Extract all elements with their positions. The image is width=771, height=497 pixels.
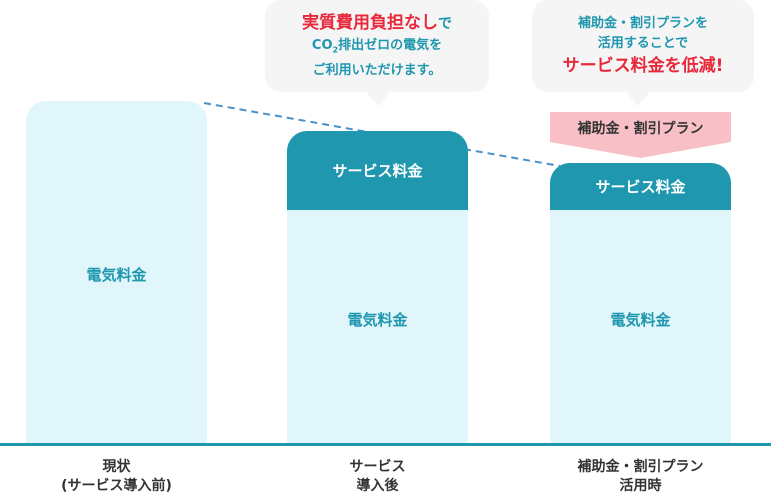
callout-suffix: で: [438, 16, 452, 32]
co-subscript: 2: [332, 45, 339, 55]
xlabel-line-1: サービス: [349, 459, 406, 475]
xlabel-line-1: 補助金・割引プラン: [577, 459, 704, 475]
subsidy-line-1: 補助金・割引プランを: [577, 16, 708, 31]
callout-line-2: CO2排出ゼロの電気を: [265, 35, 489, 61]
xlabel-line-2: (サービス導入前): [61, 478, 172, 494]
co-text: CO: [311, 38, 333, 53]
electric-fee-label: 電気料金: [86, 266, 147, 284]
xlabel-current: 現状 (サービス導入前): [26, 458, 207, 496]
xlabel-line-2: 導入後: [356, 478, 399, 494]
subsidy-banner-label: 補助金・割引プラン: [577, 121, 704, 137]
xlabel-after-service: サービス 導入後: [287, 458, 468, 496]
service-fee-label: サービス料金: [332, 162, 423, 180]
service-callout-bubble: 実質費用負担なしで CO2排出ゼロの電気を ご利用いただけます。: [265, 0, 489, 106]
callout-highlight: 実質費用負担なし: [302, 13, 438, 33]
bar-after-service: サービス料金 電気料金: [287, 131, 468, 443]
service-fee-label: サービス料金: [595, 178, 686, 196]
electric-fee-label: 電気料金: [610, 311, 671, 329]
subsidy-highlight: サービス料金を低減!: [562, 56, 724, 76]
xlabel-line-1: 現状: [102, 459, 131, 475]
bar-current: 電気料金: [26, 101, 207, 443]
baseline: [0, 443, 771, 446]
service-fee-segment: サービス料金: [550, 163, 731, 210]
xlabel-line-2: 活用時: [619, 478, 662, 494]
subsidy-line-2: 活用することで: [597, 36, 689, 51]
bar-with-subsidy: サービス料金 電気料金: [550, 163, 731, 443]
bubble-tail: [366, 92, 390, 106]
callout-line-1: 実質費用負担なしで: [265, 12, 489, 35]
electric-fee-label: 電気料金: [347, 311, 408, 329]
callout-line-3: ご利用いただけます。: [312, 62, 442, 78]
bubble-tail: [626, 92, 650, 106]
subsidy-callout-bubble: 補助金・割引プランを 活用することで サービス料金を低減!: [532, 0, 754, 106]
service-fee-segment: サービス料金: [287, 131, 468, 210]
callout-line-2-rest: 排出ゼロの電気を: [338, 38, 443, 53]
xlabel-with-subsidy: 補助金・割引プラン 活用時: [550, 458, 731, 496]
subsidy-banner-shape: [550, 112, 731, 158]
